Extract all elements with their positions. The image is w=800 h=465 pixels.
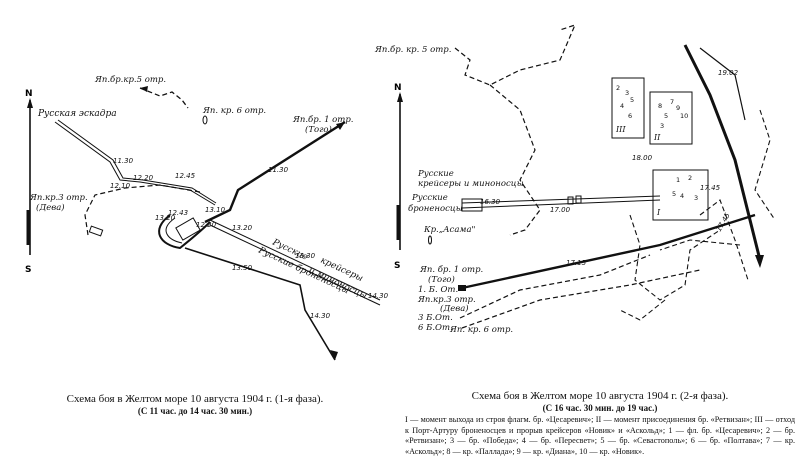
svg-text:8: 8 — [658, 102, 662, 110]
time-1715: 17.15 — [566, 259, 587, 267]
caption-1-title: Схема боя в Желтом море 10 августа 1904 … — [66, 393, 324, 405]
svg-text:2: 2 — [688, 174, 692, 182]
time-1700: 17.00 — [550, 206, 571, 214]
cruisers2-label: крейсеры и миноносцы — [418, 179, 524, 189]
japan-kr3-track — [84, 184, 201, 236]
svg-text:1: 1 — [676, 176, 680, 184]
time-1245: 12.45 — [175, 172, 196, 180]
svg-text:I: I — [656, 208, 661, 217]
legend: I — момент выхода из строя флагм. бр. «Ц… — [405, 415, 795, 456]
compass-north: N — [25, 89, 33, 99]
svg-text:9: 9 — [676, 104, 680, 112]
jap-6-track-2 — [461, 269, 701, 329]
time-1630: 16.30 — [480, 198, 501, 206]
box-I — [652, 169, 709, 221]
svg-text:5: 5 — [630, 96, 634, 104]
battle-diagrams: N S Яп.бр.кр.5 отр. Яп. кр. 6 отр. Яп.бр… — [25, 24, 776, 361]
japan-kr3-label: Яп.кр.3 отр. — [29, 193, 88, 203]
togo-track-2 — [461, 213, 756, 290]
box-II — [649, 91, 693, 145]
russian-track-1 — [54, 121, 216, 206]
togo-track-1 — [204, 120, 346, 224]
time-1220: 12.20 — [133, 174, 154, 182]
russian-cruisers-label-2: Русские — [417, 169, 454, 179]
svg-text:5: 5 — [672, 190, 676, 198]
asama-label: Кр.„Асама" — [423, 225, 476, 235]
time-1800: 18.00 — [632, 154, 653, 162]
svg-text:3: 3 — [694, 194, 698, 202]
deva-label-1: (Дева) — [36, 202, 65, 213]
japan-kr6-label: Яп. кр. 6 отр. — [202, 106, 266, 116]
togo-label-2: (Того) — [428, 274, 455, 285]
box-III — [611, 77, 645, 139]
dashed-south-loops — [619, 109, 776, 321]
b3-label: 3 Б.От. — [418, 313, 453, 323]
svg-text:4: 4 — [620, 102, 624, 110]
russian-squadron-label: Русская эскадра — [37, 109, 117, 119]
time-1330: 13.30 — [295, 252, 316, 260]
melee-loop — [158, 214, 211, 250]
time-1210: 12.10 — [110, 182, 131, 190]
japan-br5-track — [139, 87, 189, 109]
time-1310: 13.10 — [205, 206, 226, 214]
compass-north-2: N — [394, 83, 402, 93]
svg-text:7: 7 — [670, 98, 674, 106]
russian-cruisers-track — [209, 219, 381, 301]
compass-2: N S — [394, 83, 403, 271]
time-1220b: 12.20 — [196, 221, 217, 229]
compass-south: S — [25, 265, 31, 275]
b1-label: 1. Б. От. — [418, 285, 458, 295]
diagram-2: N S Яп.бр. кр. 5 отр. 19.02 III II I 235… — [374, 24, 776, 335]
svg-text:3: 3 — [625, 89, 629, 97]
togo-label-1: (Того) — [305, 124, 332, 135]
svg-text:5: 5 — [664, 112, 668, 120]
compass-south-2: S — [394, 261, 400, 271]
svg-text:II: II — [653, 133, 661, 142]
time-1350: 13.50 — [232, 264, 253, 272]
svg-text:2: 2 — [616, 84, 620, 92]
deva-label-2: (Дева) — [440, 303, 469, 314]
time-1130a: 11.30 — [113, 157, 134, 165]
time-1320b: 13.20 — [232, 224, 253, 232]
japan-kr3-label-2: Яп.кр.3 отр. — [417, 295, 476, 305]
bronenoscy-label-2: броненосцы — [408, 203, 463, 214]
japan-br5-label-2: Яп.бр. кр. 5 отр. — [374, 44, 451, 55]
svg-text:III: III — [615, 125, 626, 134]
caption-2-title: Схема боя в Желтом море 10 августа 1904 … — [471, 390, 729, 402]
togo-thick-track — [683, 44, 762, 261]
japan-br5-track-2 — [454, 24, 577, 236]
diagram-1: N S Яп.бр.кр.5 отр. Яп. кр. 6 отр. Яп.бр… — [25, 74, 389, 361]
russian-track-2 — [461, 195, 661, 204]
svg-text:6: 6 — [628, 112, 632, 120]
jap-3-track-2 — [459, 254, 651, 319]
japan-kr6-label-2: Яп. кр. 6 отр. — [449, 325, 513, 335]
japan-br1-label-2: Яп. бр. 1 отр. — [419, 264, 483, 275]
time-1430a: 14.30 — [368, 292, 389, 300]
time-1320a: 13.20 — [155, 214, 176, 222]
svg-text:3: 3 — [660, 122, 664, 130]
time-1745: 17.45 — [700, 184, 721, 192]
time-1902: 19.02 — [718, 69, 739, 77]
caption-1-sub: (С 11 час. до 14 час. 30 мин.) — [137, 406, 253, 416]
svg-text:4: 4 — [680, 192, 684, 200]
russian-bron-label: Русские — [411, 193, 448, 203]
caption-2-sub: (С 16 час. 30 мин. до 19 час.) — [542, 403, 658, 413]
japan-br1-label: Яп.бр. 1 отр. — [292, 114, 354, 125]
svg-text:10: 10 — [680, 112, 688, 120]
time-1130b: 11.30 — [268, 166, 289, 174]
compass-1: N S — [25, 89, 33, 275]
time-1243: 12.43 — [168, 209, 188, 217]
japan-br5-label: Яп.бр.кр.5 отр. — [94, 74, 166, 85]
time-1430b: 14.30 — [310, 312, 331, 320]
b6-label: 6 Б.От. — [418, 323, 453, 333]
togo-track-south — [184, 247, 336, 361]
